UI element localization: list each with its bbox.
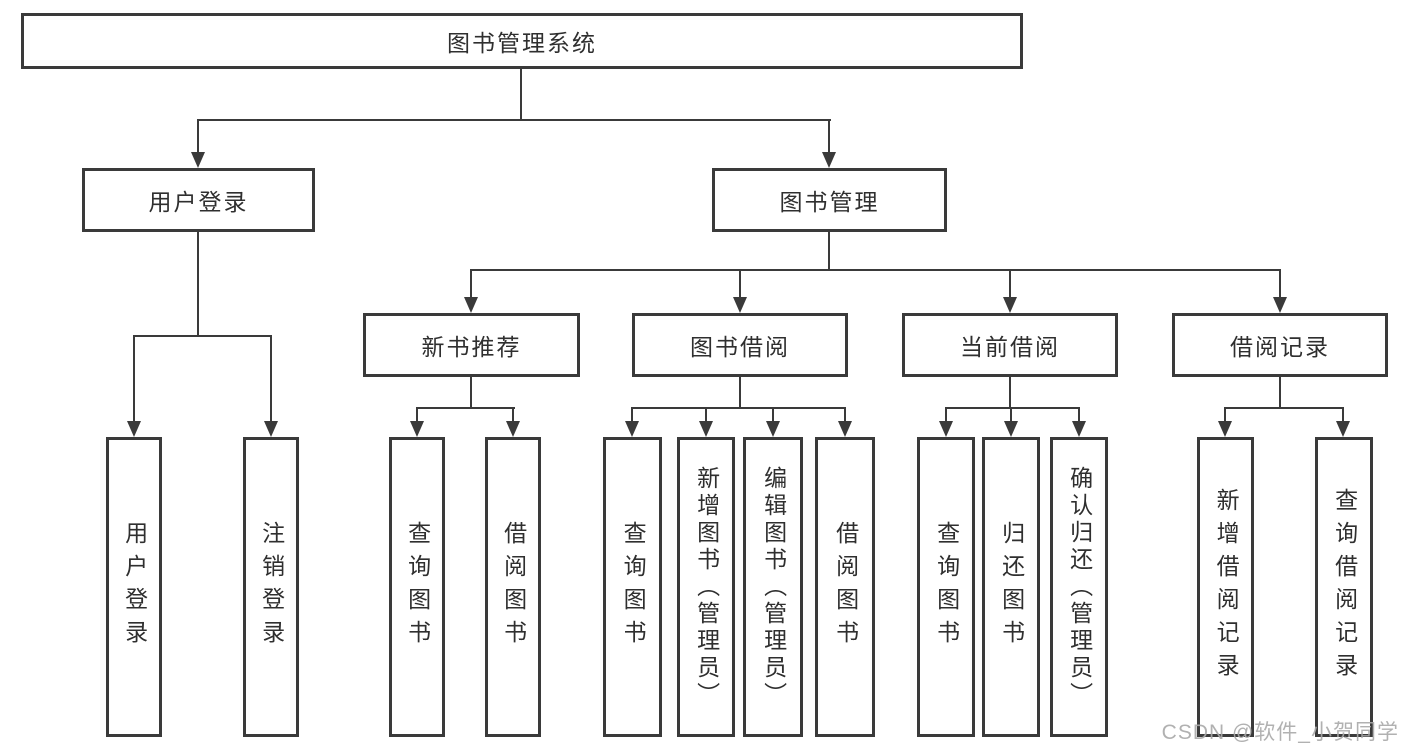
connector-arm (416, 407, 418, 423)
node-leaf-confirm-return-admin-label: 确认归还（管理员） (1066, 465, 1093, 709)
connector-user-login-hbar (133, 335, 272, 337)
node-new-book-recommend-label: 新书推荐 (421, 334, 522, 360)
connector-root-stem (520, 69, 522, 120)
node-leaf-user-login: 用户登录 (106, 437, 162, 737)
node-leaf-confirm-return-admin: 确认归还（管理员） (1050, 437, 1108, 737)
node-user-login: 用户登录 (82, 168, 315, 232)
node-leaf-return-book: 归还图书 (982, 437, 1040, 737)
node-leaf-query-book-borrow-label: 查询图书 (620, 521, 647, 653)
connector-arm (705, 407, 707, 423)
node-book-borrow-label: 图书借阅 (690, 334, 790, 360)
node-borrow-records-label: 借阅记录 (1230, 334, 1330, 360)
arrow-down-icon (191, 152, 205, 168)
arrow-down-icon (766, 421, 780, 437)
arrow-down-icon (822, 152, 836, 168)
connector-user-login-stem (197, 232, 199, 336)
connector-arm-book-borrow (739, 269, 741, 298)
node-leaf-query-book-recommend: 查询图书 (389, 437, 445, 737)
node-user-login-label: 用户登录 (148, 189, 249, 215)
connector-arm-logout-leaf (270, 335, 272, 421)
connector-arm-borrow-records (1279, 269, 1281, 298)
arrow-down-icon (733, 297, 747, 313)
arrow-down-icon (1336, 421, 1350, 437)
node-borrow-records: 借阅记录 (1172, 313, 1388, 377)
connector-book-mgmt-hbar (470, 269, 1281, 271)
node-new-book-recommend: 新书推荐 (363, 313, 580, 377)
node-leaf-edit-book-admin-label: 编辑图书（管理员） (760, 465, 787, 709)
connector-arm-book-management (828, 119, 830, 153)
connector-arm (1342, 407, 1344, 423)
node-leaf-add-borrow-record-label: 新增借阅记录 (1213, 488, 1240, 686)
connector-borrow-records-hbar (1224, 407, 1344, 409)
node-book-management-label: 图书管理 (779, 189, 880, 215)
arrow-down-icon (1004, 421, 1018, 437)
connector-book-mgmt-stem (828, 232, 830, 270)
node-leaf-borrow-book-recommend: 借阅图书 (485, 437, 541, 737)
connector-arm-login-leaf (133, 335, 135, 421)
arrow-down-icon (1273, 297, 1287, 313)
connector-arm (512, 407, 514, 423)
connector-arm-current-borrow (1009, 269, 1011, 298)
arrow-down-icon (1218, 421, 1232, 437)
arrow-down-icon (939, 421, 953, 437)
node-current-borrow-label: 当前借阅 (960, 334, 1060, 360)
arrow-down-icon (410, 421, 424, 437)
arrow-down-icon (506, 421, 520, 437)
node-book-borrow: 图书借阅 (632, 313, 848, 377)
node-leaf-query-book-borrow: 查询图书 (603, 437, 662, 737)
node-leaf-logout: 注销登录 (243, 437, 299, 737)
node-leaf-add-book-admin: 新增图书（管理员） (677, 437, 735, 737)
arrow-down-icon (464, 297, 478, 313)
node-leaf-query-book-recommend-label: 查询图书 (404, 521, 431, 653)
connector-new-book-stem (470, 377, 472, 408)
csdn-watermark: CSDN @软件_小贺同学 (1161, 721, 1399, 744)
connector-current-borrow-stem (1009, 377, 1011, 408)
node-leaf-add-borrow-record: 新增借阅记录 (1197, 437, 1254, 737)
node-leaf-add-book-admin-label: 新增图书（管理员） (693, 465, 720, 709)
connector-book-borrow-hbar (631, 407, 846, 409)
node-leaf-user-login-label: 用户登录 (121, 521, 148, 653)
arrow-down-icon (1072, 421, 1086, 437)
node-book-management: 图书管理 (712, 168, 947, 232)
arrow-down-icon (264, 421, 278, 437)
node-root-label: 图书管理系统 (447, 30, 597, 56)
node-root: 图书管理系统 (21, 13, 1023, 69)
connector-arm (1078, 407, 1080, 423)
connector-arm-new-book (470, 269, 472, 298)
node-leaf-return-book-label: 归还图书 (998, 521, 1025, 653)
node-leaf-borrow-book-label: 借阅图书 (832, 521, 859, 653)
connector-arm-user-login (197, 119, 199, 153)
node-current-borrow: 当前借阅 (902, 313, 1118, 377)
connector-arm (631, 407, 633, 423)
arrow-down-icon (625, 421, 639, 437)
node-leaf-logout-label: 注销登录 (258, 521, 285, 653)
connector-root-hbar (197, 119, 831, 121)
node-leaf-borrow-book: 借阅图书 (815, 437, 875, 737)
node-leaf-query-borrow-record-label: 查询借阅记录 (1331, 488, 1358, 686)
node-leaf-query-borrow-record: 查询借阅记录 (1315, 437, 1373, 737)
connector-new-book-hbar (416, 407, 515, 409)
node-leaf-borrow-book-recommend-label: 借阅图书 (500, 521, 527, 653)
connector-borrow-records-stem (1279, 377, 1281, 408)
connector-book-borrow-stem (739, 377, 741, 408)
node-leaf-query-book-current: 查询图书 (917, 437, 975, 737)
connector-current-borrow-hbar (945, 407, 1080, 409)
arrow-down-icon (699, 421, 713, 437)
arrow-down-icon (838, 421, 852, 437)
arrow-down-icon (1003, 297, 1017, 313)
connector-arm (1224, 407, 1226, 423)
connector-arm (772, 407, 774, 423)
node-leaf-query-book-current-label: 查询图书 (933, 521, 960, 653)
arrow-down-icon (127, 421, 141, 437)
connector-arm (945, 407, 947, 423)
node-leaf-edit-book-admin: 编辑图书（管理员） (743, 437, 803, 737)
connector-arm (844, 407, 846, 423)
connector-arm (1010, 407, 1012, 423)
